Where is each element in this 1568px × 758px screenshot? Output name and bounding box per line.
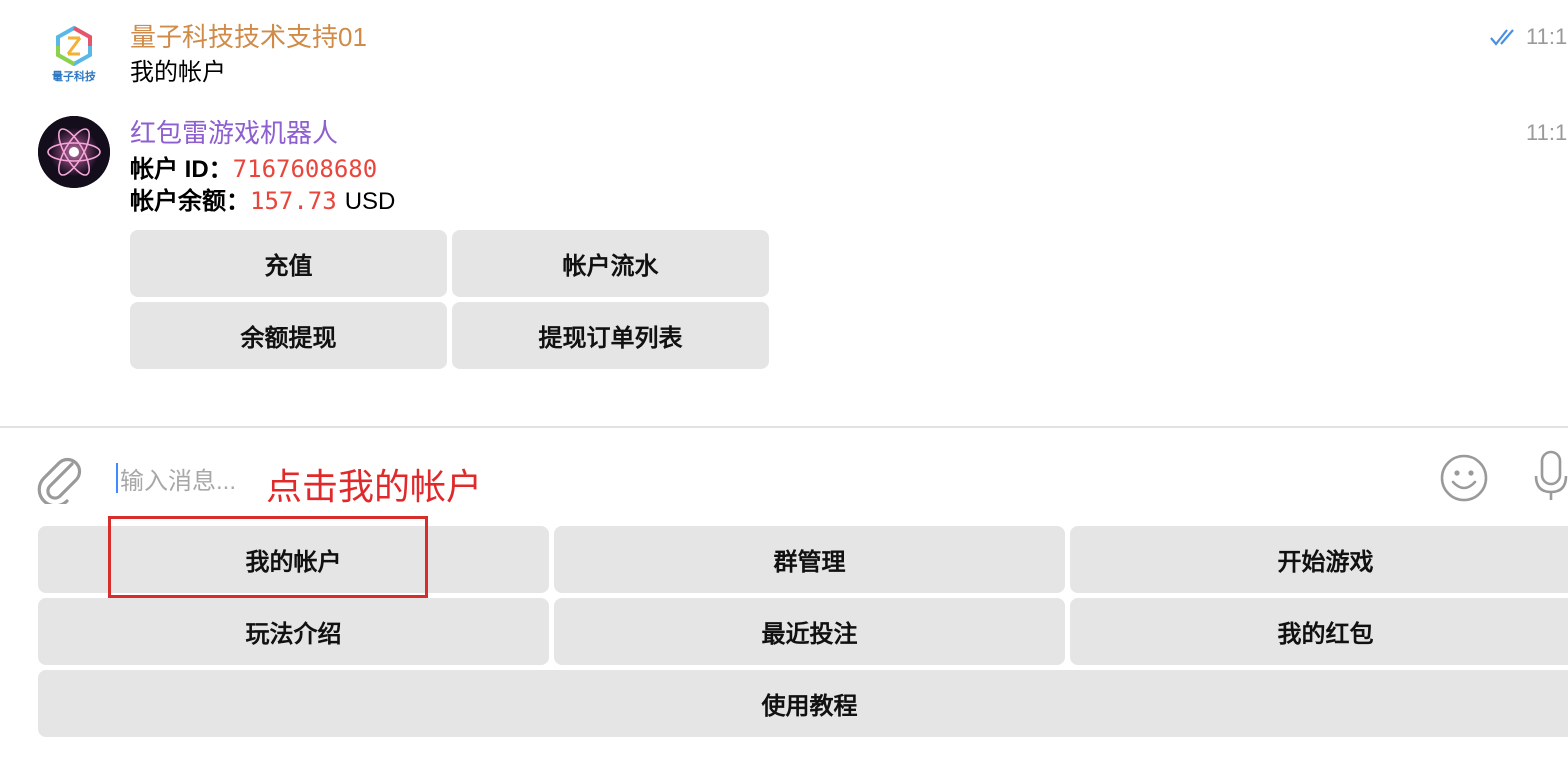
- quantum-logo-icon: 量子科技: [52, 25, 97, 83]
- bot-name[interactable]: 红包雷游戏机器人: [130, 118, 339, 148]
- bot-avatar[interactable]: [38, 116, 110, 188]
- balance-label: 帐户余额：: [130, 188, 250, 215]
- start-game-button[interactable]: 开始游戏: [1070, 526, 1568, 593]
- account-history-button[interactable]: 帐户流水: [452, 230, 769, 297]
- avatar-caption: 量子科技: [52, 69, 97, 83]
- recent-bets-button[interactable]: 最近投注: [554, 598, 1065, 665]
- composer-divider: [0, 426, 1568, 428]
- smiley-icon[interactable]: [1438, 452, 1490, 504]
- message-time: 11:1: [1526, 120, 1568, 145]
- my-account-button[interactable]: 我的帐户: [38, 526, 549, 593]
- message-input[interactable]: 输入消息...: [116, 458, 1416, 498]
- account-id-label: 帐户 ID：: [130, 156, 233, 183]
- withdraw-button[interactable]: 余额提现: [130, 302, 447, 369]
- account-id-line: 帐户 ID：7167608680: [130, 154, 377, 185]
- message-time: 11:1: [1526, 24, 1568, 49]
- message-input-placeholder: 输入消息...: [120, 467, 237, 495]
- paperclip-icon[interactable]: [34, 450, 84, 504]
- balance-value: 157.73: [250, 187, 337, 215]
- support-avatar[interactable]: 量子科技: [38, 14, 110, 86]
- my-red-packets-button[interactable]: 我的红包: [1070, 598, 1568, 665]
- double-check-icon: [1490, 29, 1514, 46]
- atom-icon: [38, 116, 110, 188]
- balance-unit: USD: [344, 188, 396, 215]
- annotation-hint: 点击我的帐户: [266, 466, 483, 507]
- balance-line: 帐户余额：157.73 USD: [130, 186, 395, 217]
- microphone-icon[interactable]: [1532, 450, 1568, 502]
- message-text: 我的帐户: [130, 59, 226, 86]
- tutorial-button[interactable]: 使用教程: [38, 670, 1568, 737]
- recharge-button[interactable]: 充值: [130, 230, 447, 297]
- group-management-button[interactable]: 群管理: [554, 526, 1065, 593]
- withdraw-orders-button[interactable]: 提现订单列表: [452, 302, 769, 369]
- text-caret: [116, 463, 118, 493]
- game-rules-button[interactable]: 玩法介绍: [38, 598, 549, 665]
- sender-name[interactable]: 量子科技技术支持01: [130, 22, 367, 52]
- account-id-value: 7167608680: [232, 155, 378, 183]
